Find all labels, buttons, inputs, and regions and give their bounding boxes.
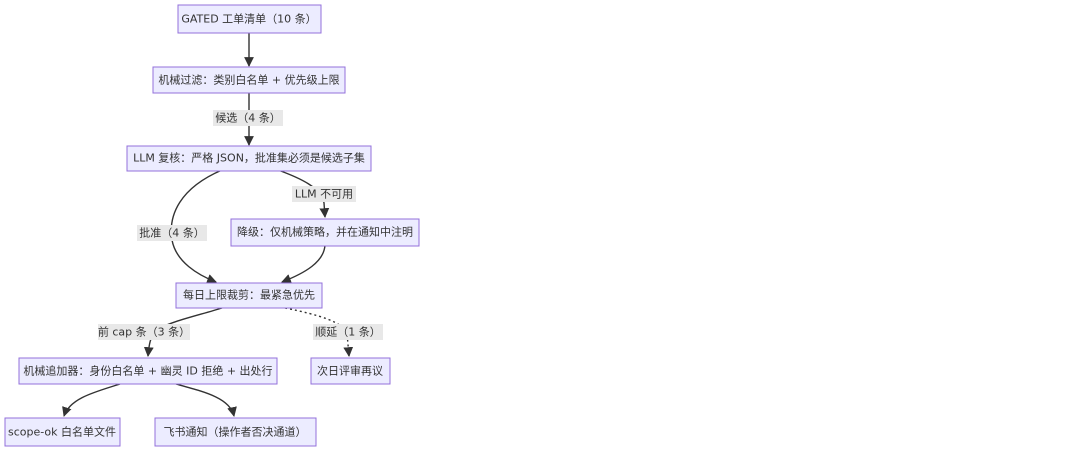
edge-downgrade-to-cap [281,244,326,284]
edge-cap-to-nextday [284,307,354,357]
edge-label-llm-unavailable-text: LLM 不可用 [295,188,353,201]
node-mech-append-label: 机械追加器：身份白名单 + 幽灵 ID 拒绝 + 出处行 [23,364,272,378]
node-downgrade: 降级：仅机械策略，并在通知中注明 [230,218,420,247]
node-daily-cap-label: 每日上限裁剪：最紧急优先 [183,288,315,302]
edge-append-to-scope [62,383,121,417]
node-downgrade-label: 降级：仅机械策略，并在通知中注明 [237,225,413,239]
node-gated-list: GATED 工单清单（10 条） [177,4,322,34]
node-next-day-label: 次日评审再议 [317,364,383,378]
edge-label-approved: 批准（4 条） [137,225,207,241]
node-mech-filter-label: 机械过滤：类别白名单 + 优先级上限 [158,73,339,87]
node-llm-review: LLM 复核：严格 JSON，批准集必须是候选子集 [126,145,372,172]
edge-label-deferred-text: 顺延（1 条） [315,325,381,339]
node-next-day: 次日评审再议 [310,357,391,385]
node-mech-filter: 机械过滤：类别白名单 + 优先级上限 [152,66,346,94]
node-gated-list-label: GATED 工单清单（10 条） [181,12,316,26]
edge-label-candidates-text: 候选（4 条） [215,111,281,125]
node-mech-append: 机械追加器：身份白名单 + 幽灵 ID 拒绝 + 出处行 [18,357,278,385]
node-feishu: 飞书通知（操作者否决通道） [154,417,317,447]
edge-label-deferred: 顺延（1 条） [313,324,383,340]
edge-label-candidates: 候选（4 条） [213,110,283,126]
edge-llm-to-downgrade [277,169,330,218]
edge-append-to-feishu [175,383,237,417]
node-daily-cap: 每日上限裁剪：最紧急优先 [175,282,323,309]
node-scope-file: scope-ok 白名单文件 [4,417,121,447]
edge-label-llm-unavailable: LLM 不可用 [292,186,356,202]
node-llm-review-label: LLM 复核：严格 JSON，批准集必须是候选子集 [133,151,365,165]
node-feishu-label: 飞书通知（操作者否决通道） [164,425,307,439]
edge-label-approved-text: 批准（4 条） [139,226,205,240]
edge-label-top-cap: 前 cap 条（3 条） [98,324,190,340]
edge-label-top-cap-text: 前 cap 条（3 条） [98,325,190,339]
node-scope-file-label: scope-ok 白名单文件 [8,425,116,439]
